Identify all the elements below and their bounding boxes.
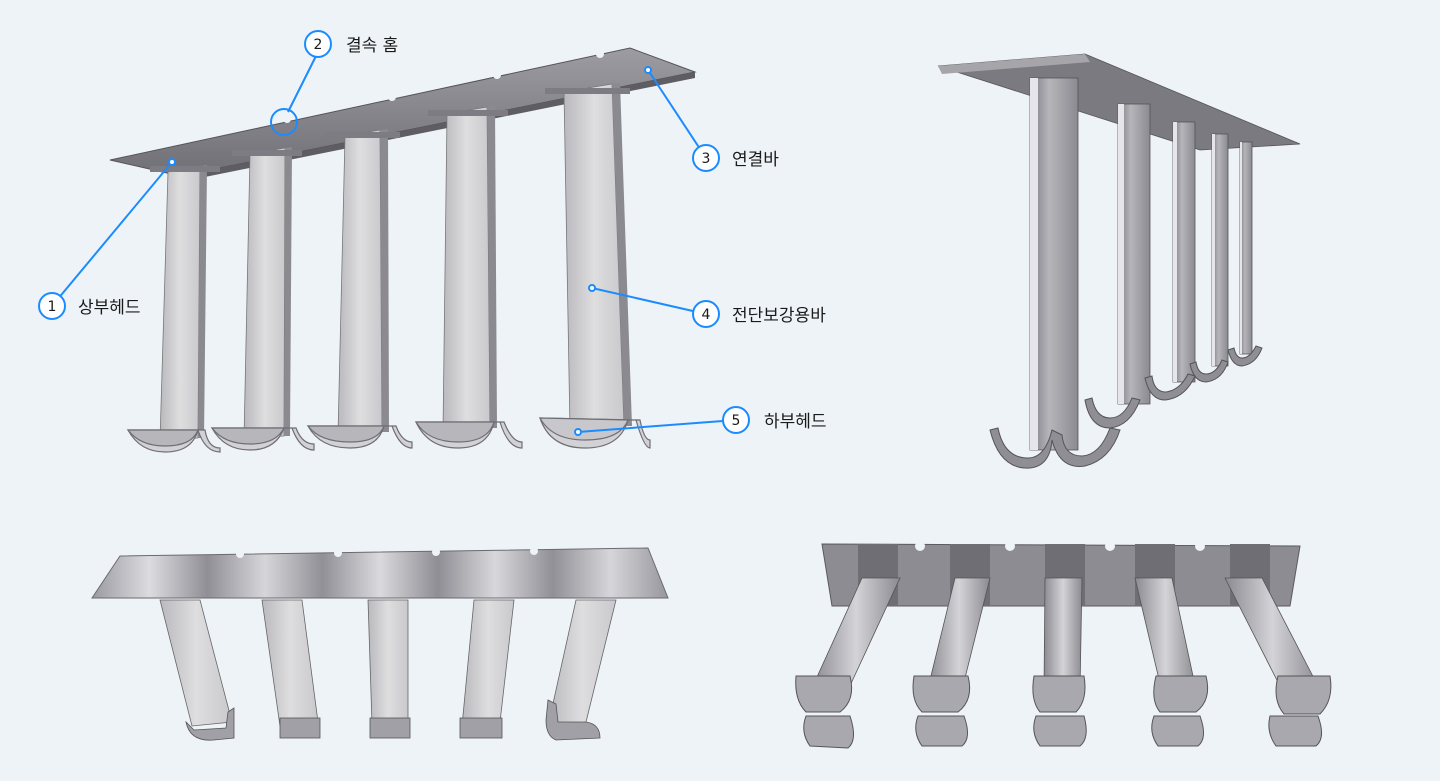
bottom-bars [159,599,617,741]
binding-groove-row [283,50,604,123]
side-hooks [989,345,1263,469]
callout-4-number: 4 [702,307,711,323]
front-isometric-view [109,47,697,453]
side-bars [1029,77,1253,451]
callout-3-badge [692,144,720,172]
callout-2-number: 2 [314,37,323,53]
upper-head-tabs [150,88,630,172]
shear-reinforcement-bars [159,83,632,441]
callout-1: 1 상부헤드 [38,292,141,320]
callout-4-badge [692,300,720,328]
callout-5: 5 하부헤드 [722,406,827,434]
callout-5-badge [722,406,750,434]
callout-3-label: 연결바 [732,150,779,170]
wave-plate [91,547,669,599]
lower-heads [126,417,651,453]
rods [811,577,1321,695]
rod-hooks [795,675,1332,749]
callout-3: 3 연결바 [692,144,779,172]
side-perspective-view [937,53,1301,469]
callout-5-number: 5 [732,413,741,429]
callout-1-label: 상부헤드 [78,298,141,318]
callout-2-label: 결속 홈 [346,36,398,56]
callout-3-number: 3 [702,151,711,167]
callout-2: 2 결속 홈 [304,30,398,58]
callout-1-badge [38,292,66,320]
callout-4-label: 전단보강용바 [732,306,826,326]
bottom-front-view [91,547,669,741]
callout-1-number: 1 [48,299,57,315]
callouts [51,55,737,436]
callout-5-label: 하부헤드 [764,412,827,432]
callout-4: 4 전단보강용바 [692,300,826,328]
bottom-perspective-view [795,541,1332,749]
callout-2-badge [304,30,332,58]
